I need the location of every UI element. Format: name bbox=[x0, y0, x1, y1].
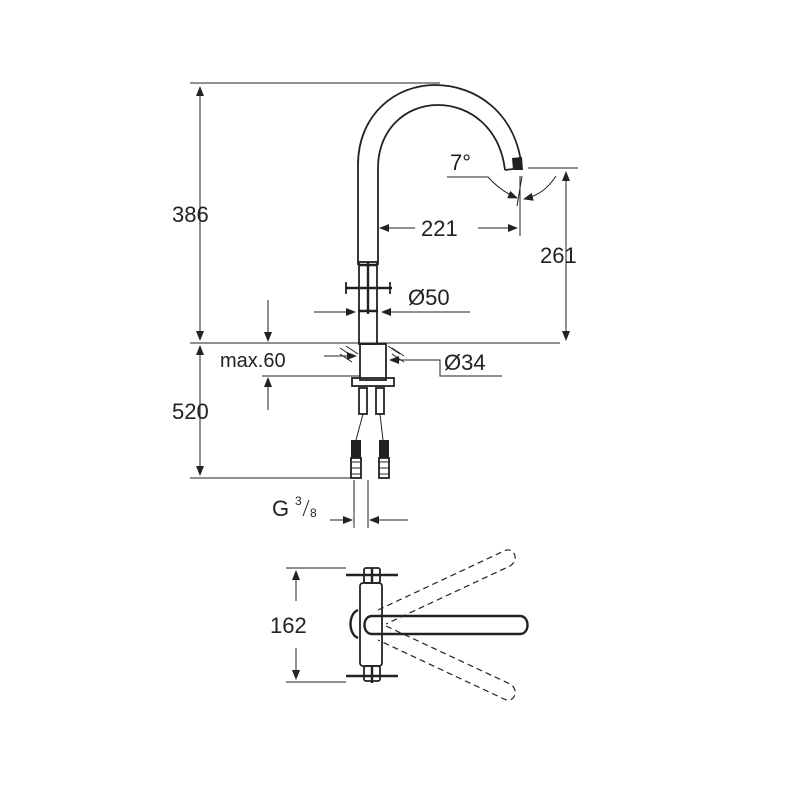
dim-thread-num: 3 bbox=[295, 494, 302, 508]
top-spout-swivel-lower bbox=[377, 625, 516, 701]
aerator bbox=[512, 157, 523, 170]
dim-spout-height: 261 bbox=[540, 243, 577, 268]
spout-inner-outline bbox=[377, 104, 506, 265]
dim-spout-angle: 7° bbox=[450, 150, 471, 175]
dim-handle-span: 162 bbox=[270, 613, 307, 638]
top-spout-swivel-upper bbox=[377, 549, 516, 625]
dim-thread-prefix: G bbox=[272, 496, 289, 521]
top-body bbox=[359, 582, 383, 667]
top-spout bbox=[363, 614, 529, 636]
supply-hoses bbox=[350, 387, 390, 479]
dim-total-height: 386 bbox=[172, 202, 209, 227]
cross-handle bbox=[345, 262, 392, 314]
top-view: 162 bbox=[270, 549, 529, 701]
spout-outline bbox=[357, 84, 523, 265]
dim-base-diameter: Ø50 bbox=[408, 285, 450, 310]
dim-hole-diameter: Ø34 bbox=[444, 350, 486, 375]
deck-hatch-left bbox=[339, 345, 359, 363]
dim-reach: 221 bbox=[421, 216, 458, 241]
mounting-shank bbox=[359, 343, 387, 381]
top-handle-upper bbox=[346, 568, 398, 583]
dim-hose-length: 520 bbox=[172, 399, 209, 424]
handle-knob bbox=[345, 282, 391, 294]
dim-thread-den: 8 bbox=[310, 506, 317, 520]
dim-max-deck: max.60 bbox=[220, 350, 286, 372]
lock-nut bbox=[351, 377, 395, 387]
top-base bbox=[349, 608, 359, 640]
side-view: 386 520 261 221 7° Ø50 max.60 Ø34 G bbox=[172, 82, 578, 528]
